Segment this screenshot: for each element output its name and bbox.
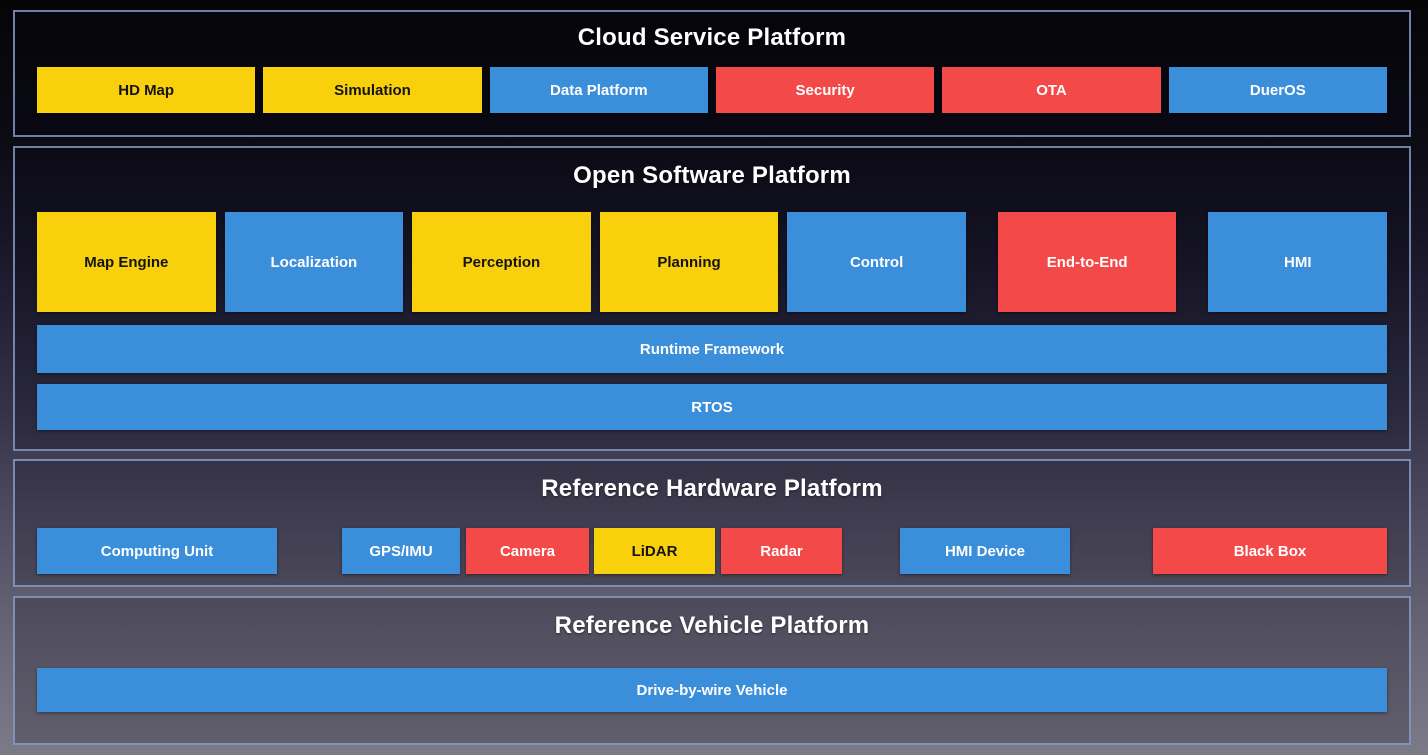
box-label: Radar bbox=[760, 542, 803, 560]
hardware-item-camera: Camera bbox=[466, 528, 589, 574]
hardware-item-radar: Radar bbox=[721, 528, 842, 574]
box-label: Localization bbox=[270, 253, 358, 271]
cloud-item-security: Security bbox=[715, 67, 935, 113]
box-label: Perception bbox=[462, 253, 541, 271]
software-modules-row: Map Engine Localization Perception Plann… bbox=[37, 212, 1388, 312]
box-label: Map Engine bbox=[84, 253, 169, 271]
software-module-control: Control bbox=[787, 212, 966, 312]
runtime-framework-row: Runtime Framework bbox=[37, 325, 1387, 373]
box-label: Data Platform bbox=[550, 81, 648, 99]
box-label: HMI Device bbox=[944, 542, 1026, 560]
vehicle-row: Drive-by-wire Vehicle bbox=[37, 668, 1387, 712]
software-module-perception: Perception bbox=[412, 212, 591, 312]
hardware-row: Computing Unit GPS/IMU Camera LiDAR Rada… bbox=[37, 528, 1387, 574]
rtos-bar: RTOS bbox=[37, 384, 1387, 430]
runtime-framework-bar: Runtime Framework bbox=[37, 325, 1387, 373]
box-label: Control bbox=[849, 253, 904, 271]
cloud-item-hd-map: HD Map bbox=[37, 67, 256, 113]
box-label: LiDAR bbox=[631, 542, 678, 560]
box-label: Black Box bbox=[1233, 542, 1307, 560]
hardware-item-gps-imu: GPS/IMU bbox=[342, 528, 460, 574]
open-software-platform-section: Open Software Platform Map Engine Locali… bbox=[13, 146, 1411, 451]
hardware-item-lidar: LiDAR bbox=[594, 528, 715, 574]
box-label: Planning bbox=[657, 253, 721, 271]
box-label: Runtime Framework bbox=[639, 340, 785, 358]
reference-hardware-platform-title: Reference Hardware Platform bbox=[541, 475, 883, 502]
open-software-platform-title: Open Software Platform bbox=[573, 162, 851, 189]
hardware-item-computing-unit: Computing Unit bbox=[37, 528, 277, 574]
box-label: Camera bbox=[499, 542, 556, 560]
box-label: RTOS bbox=[691, 398, 733, 416]
cloud-service-platform-title: Cloud Service Platform bbox=[577, 24, 847, 51]
box-label: HMI bbox=[1284, 253, 1312, 271]
reference-vehicle-platform-section: Reference Vehicle Platform Drive-by-wire… bbox=[13, 596, 1411, 745]
hardware-item-black-box: Black Box bbox=[1153, 528, 1387, 574]
box-label: HD Map bbox=[118, 81, 175, 99]
cloud-item-dueros: DuerOS bbox=[1168, 67, 1387, 113]
cloud-service-platform-section: Cloud Service Platform HD Map Simulation… bbox=[13, 10, 1411, 137]
cloud-item-data-platform: Data Platform bbox=[489, 67, 708, 113]
reference-vehicle-platform-title: Reference Vehicle Platform bbox=[554, 612, 870, 639]
vehicle-item-drive-by-wire: Drive-by-wire Vehicle bbox=[37, 668, 1387, 712]
box-label: Security bbox=[795, 81, 855, 99]
software-module-hmi: HMI bbox=[1208, 212, 1388, 312]
rtos-row: RTOS bbox=[37, 384, 1387, 430]
software-module-end-to-end: End-to-End bbox=[997, 212, 1177, 312]
cloud-service-row: HD Map Simulation Data Platform Security… bbox=[37, 67, 1387, 113]
box-label: Drive-by-wire Vehicle bbox=[636, 681, 788, 699]
software-module-map-engine: Map Engine bbox=[37, 212, 216, 312]
box-label: GPS/IMU bbox=[369, 542, 433, 560]
box-label: End-to-End bbox=[1046, 253, 1128, 271]
reference-hardware-platform-section: Reference Hardware Platform Computing Un… bbox=[13, 459, 1411, 587]
software-module-localization: Localization bbox=[224, 212, 404, 312]
software-module-planning: Planning bbox=[599, 212, 779, 312]
cloud-item-simulation: Simulation bbox=[263, 67, 482, 113]
box-label: Simulation bbox=[334, 81, 411, 99]
cloud-item-ota: OTA bbox=[942, 67, 1161, 113]
hardware-item-hmi-device: HMI Device bbox=[900, 528, 1070, 574]
box-label: DuerOS bbox=[1249, 81, 1306, 99]
box-label: OTA bbox=[1036, 81, 1067, 99]
box-label: Computing Unit bbox=[100, 542, 214, 560]
